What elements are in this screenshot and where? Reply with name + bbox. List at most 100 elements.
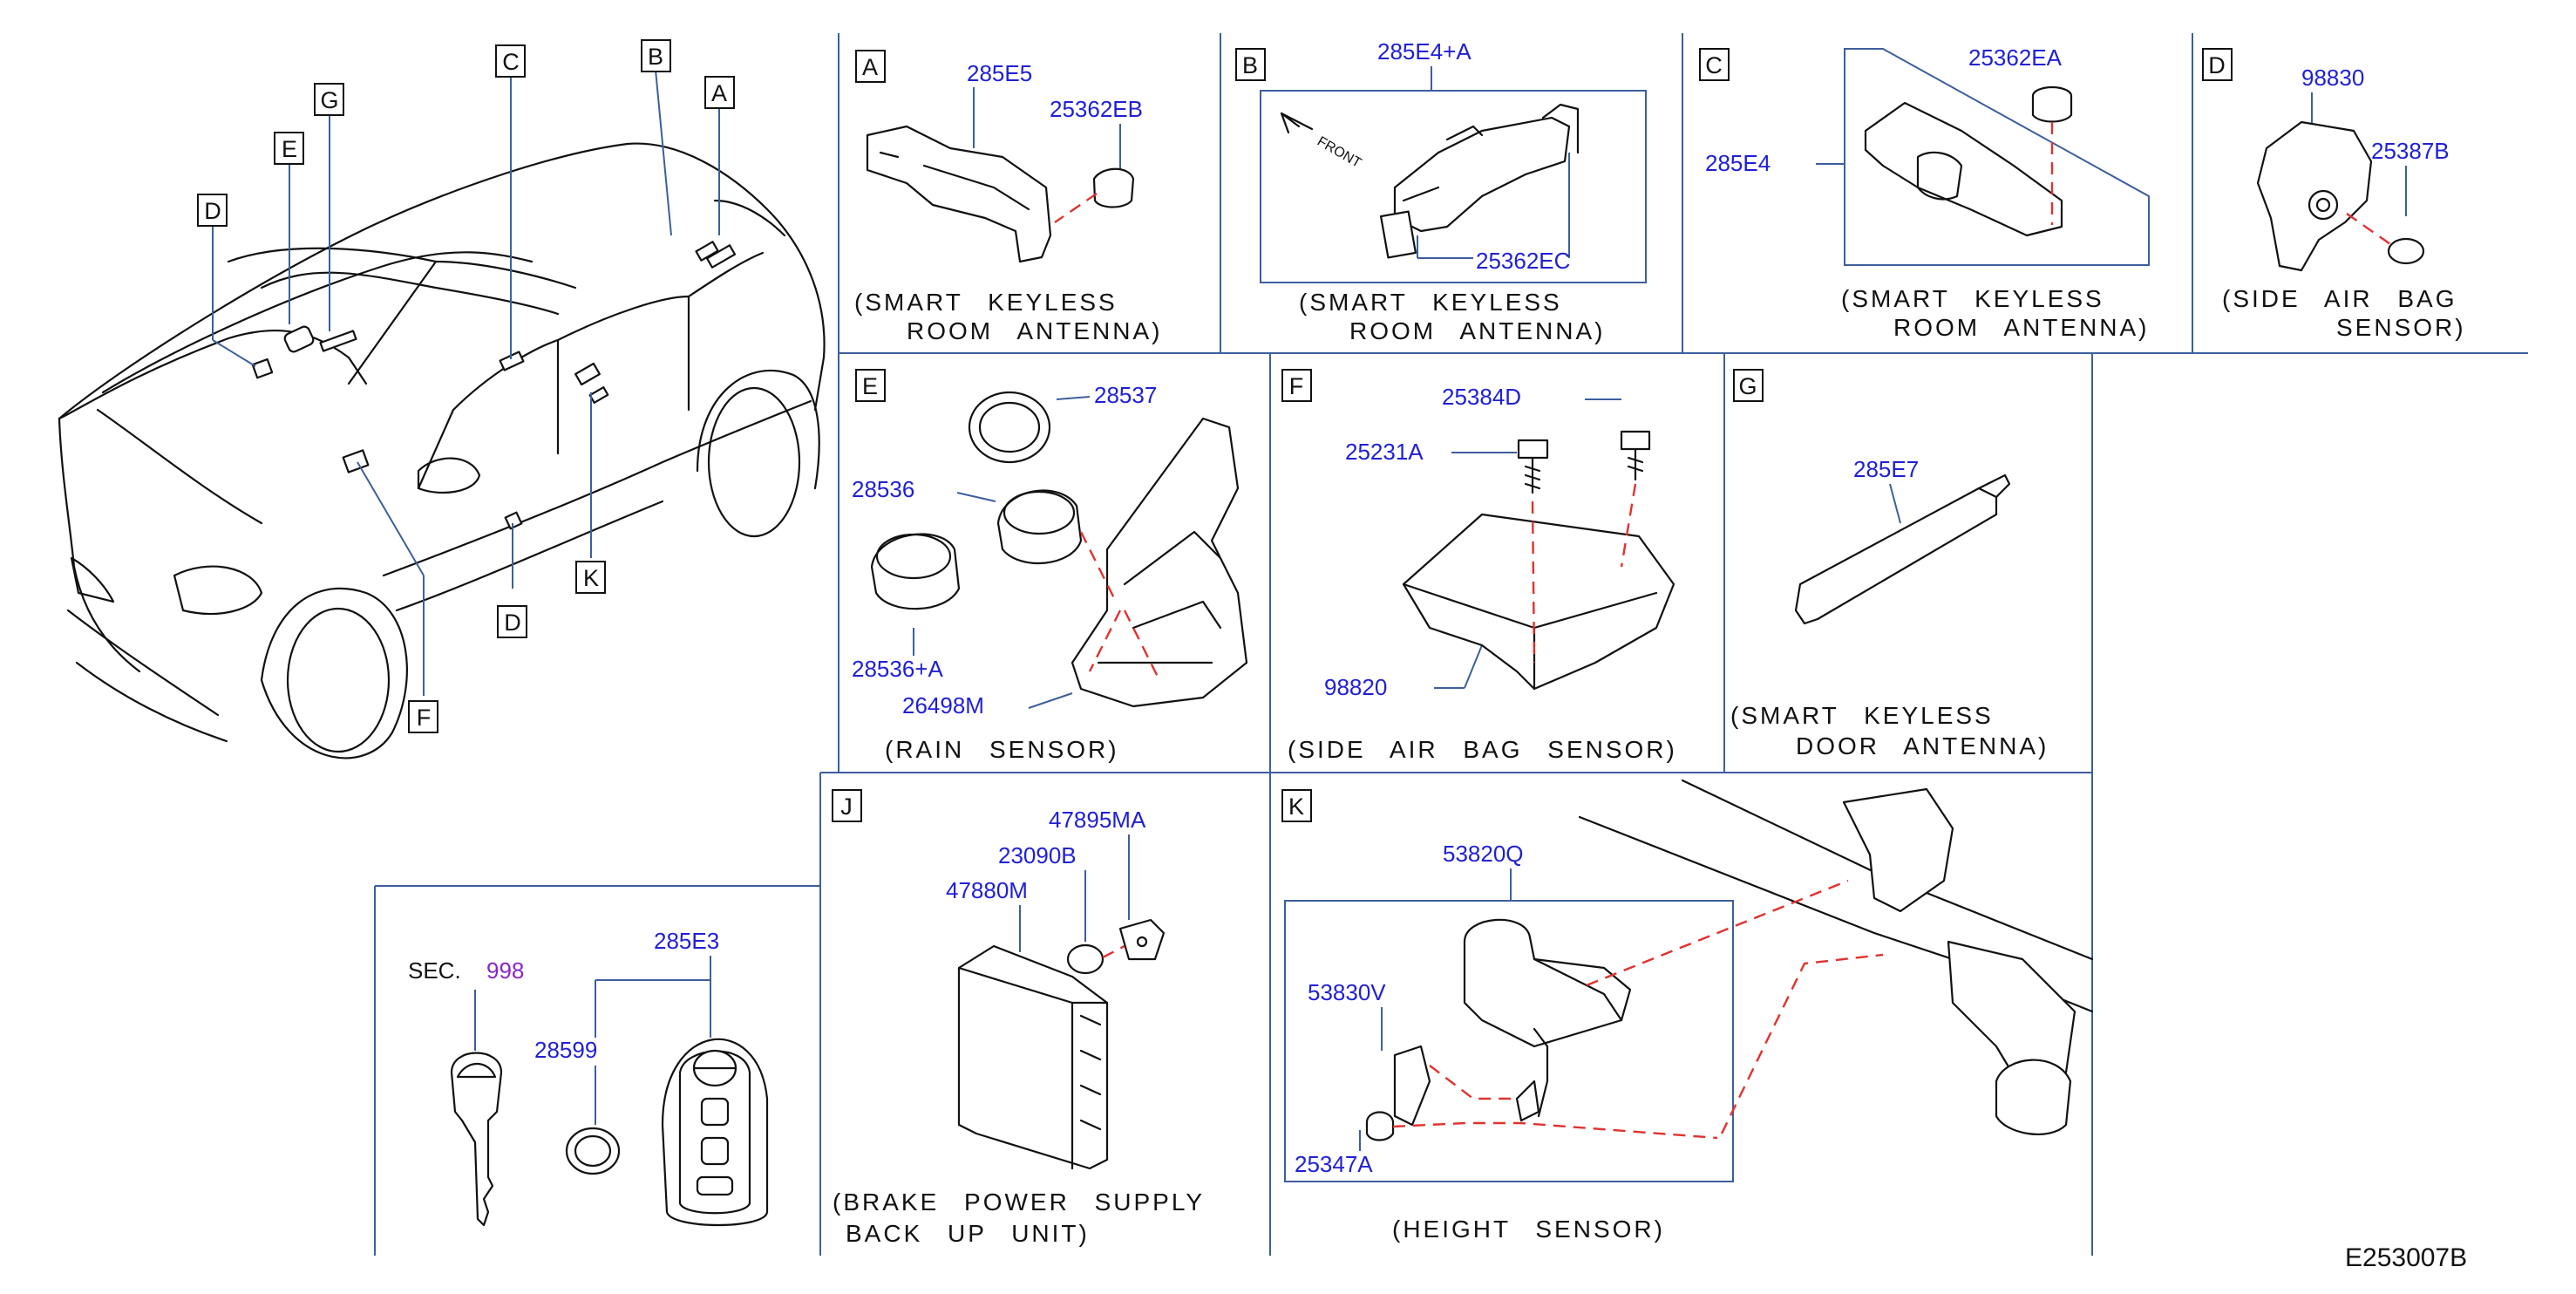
svg-text:F: F [417, 705, 432, 731]
panel-b-letter: B [1242, 52, 1258, 78]
vehicle-callouts: A B C D E F G K [197, 39, 735, 733]
callout-b: B [641, 39, 671, 72]
part-number: 25362EA [1968, 44, 2063, 71]
room-antenna-bracket [866, 125, 1052, 263]
panel-c-letter: C [1705, 52, 1723, 78]
panel-a-caption-line2: ROOM ANTENNA) [907, 317, 1162, 344]
section-label: SEC. [408, 957, 461, 984]
part-number: 285E4+A [1377, 38, 1472, 65]
panel-grid [374, 33, 2528, 1256]
callout-a: A [704, 76, 735, 109]
bolt [1365, 1111, 1395, 1141]
part-number: 25347A [1295, 1151, 1373, 1177]
vehicle-part-markers [251, 241, 737, 530]
mechanical-key [450, 1052, 503, 1227]
side-airbag-sensor-module [1402, 513, 1675, 691]
panel-j: J 47895MA 23090B 47880M (BRAKE POWER SUP… [832, 789, 1205, 1247]
panel-f-letter: F [1289, 373, 1304, 399]
bolt [1620, 430, 1651, 451]
brake-power-backup-unit [957, 944, 1109, 1170]
part-number: 28536+A [852, 656, 943, 682]
part-number: 53830V [1308, 979, 1386, 1005]
part-number: 26498M [902, 692, 984, 719]
part-number: 98820 [1324, 674, 1387, 700]
panel-d: D 98830 25387B (SIDE AIR BAG SENSOR) [2202, 48, 2466, 341]
panel-b: B 285E4+A FRONT 25362EC (SMART KEYLESS R… [1235, 38, 1647, 344]
door-antenna [1794, 487, 1998, 625]
panel-f: F 25384D 25231A 98820 (SIDE AIR BAG SENS… [1281, 369, 1675, 763]
part-number: 98830 [2301, 65, 2364, 91]
room-antenna [1864, 101, 2063, 237]
vehicle-outline [58, 142, 826, 759]
panel-e: E 28537 28536 28536+A 26498M (RAIN SENSO… [852, 369, 1248, 763]
svg-text:D: D [504, 610, 521, 636]
callout-d-lower: D [497, 605, 527, 638]
intelligent-key-fob [661, 1038, 769, 1227]
panel-g: G 285E7 (SMART KEYLESS DOOR ANTENNA) [1730, 369, 2049, 759]
sensor-link [1515, 1079, 1540, 1122]
panel-k-letter: K [1288, 793, 1304, 820]
svg-text:D: D [204, 198, 221, 224]
nut [2387, 237, 2425, 265]
panel-a-letter: A [862, 54, 878, 80]
front-label: FRONT [1315, 134, 1363, 171]
part-number: 28536 [852, 476, 914, 502]
part-number: 285E4 [1705, 150, 1771, 176]
panel-g-letter: G [1738, 373, 1757, 399]
panel-d-caption-line1: (SIDE AIR BAG [2222, 285, 2457, 312]
svg-text:B: B [648, 44, 663, 70]
panel-key: SEC. 998 285E3 28599 [408, 928, 769, 1227]
panel-j-caption-line1: (BRAKE POWER SUPPLY [833, 1188, 1205, 1216]
panel-j-caption-line2: BACK UP UNIT) [846, 1220, 1090, 1247]
callout-e: E [274, 132, 304, 165]
callout-f: F [408, 700, 438, 733]
panel-d-caption-line2: SENSOR) [2336, 314, 2466, 341]
bracket [1118, 918, 1166, 961]
part-number: 53820Q [1443, 841, 1524, 867]
part-number: 47880M [946, 877, 1028, 903]
part-number: 285E7 [1853, 456, 1919, 482]
panel-a-caption-line1: (SMART KEYLESS [854, 289, 1118, 316]
vehicle-callout-leaders [212, 69, 720, 696]
callout-c: C [495, 44, 526, 78]
bushing [1995, 1059, 2072, 1135]
panel-e-caption: (RAIN SENSOR) [885, 736, 1119, 763]
diagram-code: E253007B [2345, 1243, 2467, 1272]
panel-c: C 25362EA 285E4 (SMART KEYLESS ROOM ANTE… [1699, 44, 2150, 341]
part-number: 285E5 [967, 60, 1032, 86]
part-number: 28537 [1094, 382, 1157, 408]
part-number: 285E3 [654, 928, 719, 954]
panel-a-letter-box [855, 50, 886, 83]
part-number: 28599 [534, 1037, 597, 1063]
callout-k: K [575, 561, 606, 594]
section-number: 998 [486, 957, 524, 984]
panel-b-caption-line2: ROOM ANTENNA) [1349, 317, 1605, 344]
panel-g-caption-line2: DOOR ANTENNA) [1796, 732, 2049, 759]
rain-sensor-a [870, 533, 961, 610]
svg-text:C: C [502, 49, 520, 75]
panel-b-caption-line1: (SMART KEYLESS [1299, 289, 1562, 316]
part-number: 25384D [1442, 384, 1521, 410]
bolt [1517, 439, 1549, 460]
callout-g: G [314, 83, 344, 116]
height-sensor [1463, 918, 1632, 1048]
panel-k: K 53820Q 53830V 25347A (HEIGHT SENSOR) [1281, 779, 2094, 1243]
svg-text:G: G [320, 87, 338, 113]
svg-text:K: K [583, 565, 599, 591]
grommet [1066, 943, 1104, 975]
panel-d-letter: D [2208, 52, 2226, 78]
panel-c-caption-line1: (SMART KEYLESS [1841, 285, 2104, 312]
clip [1092, 167, 1135, 208]
part-number: 25362EC [1476, 248, 1570, 274]
svg-text:A: A [711, 80, 727, 106]
coin-battery [565, 1127, 621, 1175]
room-antenna [1393, 116, 1571, 233]
suspension-bracket [1842, 787, 1954, 913]
panel-j-letter: J [840, 793, 853, 820]
callout-d-upper: D [197, 194, 228, 227]
panel-k-caption: (HEIGHT SENSOR) [1392, 1216, 1665, 1243]
part-number: 47895MA [1049, 807, 1146, 833]
svg-text:E: E [282, 136, 297, 162]
part-number: 25387B [2371, 138, 2450, 164]
